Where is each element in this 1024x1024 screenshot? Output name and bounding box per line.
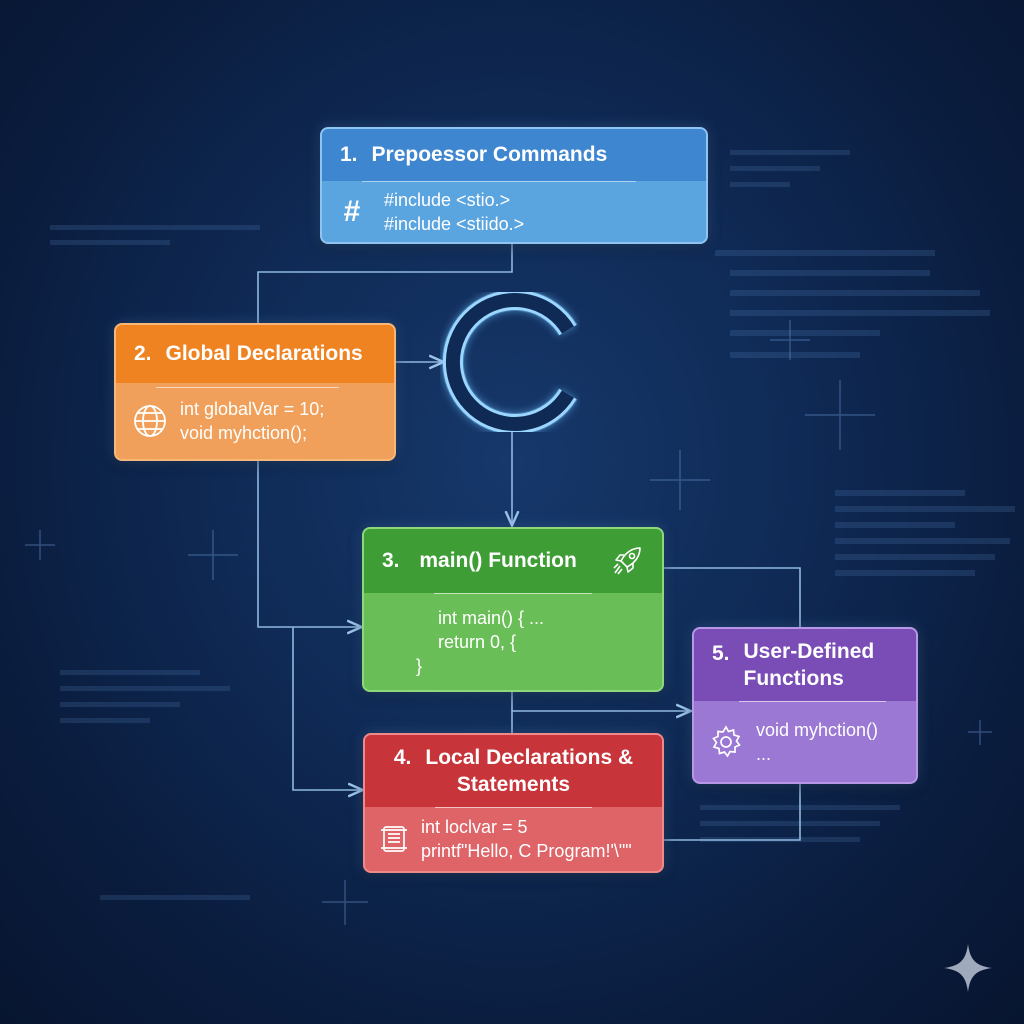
gear-icon <box>708 724 744 760</box>
preprocessor-section: 1. Prepoessor Commands # #include <stio.… <box>320 127 708 244</box>
preprocessor-body: # #include <stio.> #include <stiido.> <box>322 181 706 242</box>
code-block: int main() { ... return 0, { } <box>416 606 545 678</box>
code-line: int globalVar = 10; <box>180 399 325 419</box>
code-block: #include <stio.> #include <stiido.> <box>384 188 524 236</box>
section-title: Prepoessor Commands <box>371 143 608 166</box>
sparkle-icon <box>944 944 992 992</box>
divider <box>156 387 339 388</box>
section-title-line2: Statements <box>456 773 571 796</box>
global-declarations-body: int globalVar = 10; void myhction(); <box>116 383 394 459</box>
global-declarations-section: 2. Global Declarations int globalVar = 1… <box>114 323 396 461</box>
code-line: int main() { ... <box>438 607 545 628</box>
code-block: int loclvar = 5 printf"Hello, C Program!… <box>421 815 632 863</box>
rocket-icon <box>610 544 644 578</box>
code-line: return 0, { <box>438 631 517 652</box>
code-block: void myhction() ... <box>756 718 878 766</box>
section-title: main() Function <box>419 549 577 572</box>
section-title-line1: Local Declarations & <box>425 746 634 769</box>
code-line: void myhction(); <box>180 423 308 443</box>
local-declarations-body: int loclvar = 5 printf"Hello, C Program!… <box>365 807 662 871</box>
section-title-line1: User-Defined <box>743 640 875 663</box>
code-line: #include <stiido.> <box>384 213 525 234</box>
user-defined-functions-header: 5. User-Defined Functions <box>694 629 916 701</box>
preprocessor-header: 1. Prepoessor Commands <box>322 129 706 181</box>
section-number: 3. <box>382 549 400 572</box>
code-line: int loclvar = 5 <box>421 817 528 837</box>
divider <box>435 807 592 808</box>
main-function-section: 3. main() Function int main() { ... retu… <box>362 527 664 692</box>
section-title: Global Declarations <box>165 342 363 365</box>
globe-icon <box>132 403 168 439</box>
section-number: 1. <box>340 143 358 166</box>
section-title-line2: Functions <box>743 667 844 690</box>
user-defined-functions-section: 5. User-Defined Functions void myhction(… <box>692 627 918 784</box>
section-number: 2. <box>134 342 152 365</box>
main-function-body: int main() { ... return 0, { } <box>364 593 662 690</box>
section-number: 5. <box>712 642 730 665</box>
code-block: int globalVar = 10; void myhction(); <box>180 397 324 445</box>
code-line: void myhction() <box>756 719 879 740</box>
code-line: #include <stio.> <box>384 189 511 210</box>
global-declarations-header: 2. Global Declarations <box>116 325 394 383</box>
hash-icon: # <box>343 194 361 228</box>
divider <box>434 593 592 594</box>
local-declarations-header: 4. Local Declarations & Statements <box>365 735 662 807</box>
scroll-icon <box>377 822 411 856</box>
code-line: } <box>416 655 423 676</box>
c-language-logo: C <box>441 292 578 432</box>
code-line: ... <box>756 743 772 764</box>
local-declarations-section: 4. Local Declarations & Statements int lo… <box>363 733 664 873</box>
section-number: 4. <box>393 746 412 769</box>
code-line: printf"Hello, C Program!'\"" <box>421 841 632 861</box>
divider <box>739 701 886 702</box>
user-defined-functions-body: void myhction() ... <box>694 701 916 782</box>
main-function-header: 3. main() Function <box>364 529 662 593</box>
divider <box>362 181 636 182</box>
